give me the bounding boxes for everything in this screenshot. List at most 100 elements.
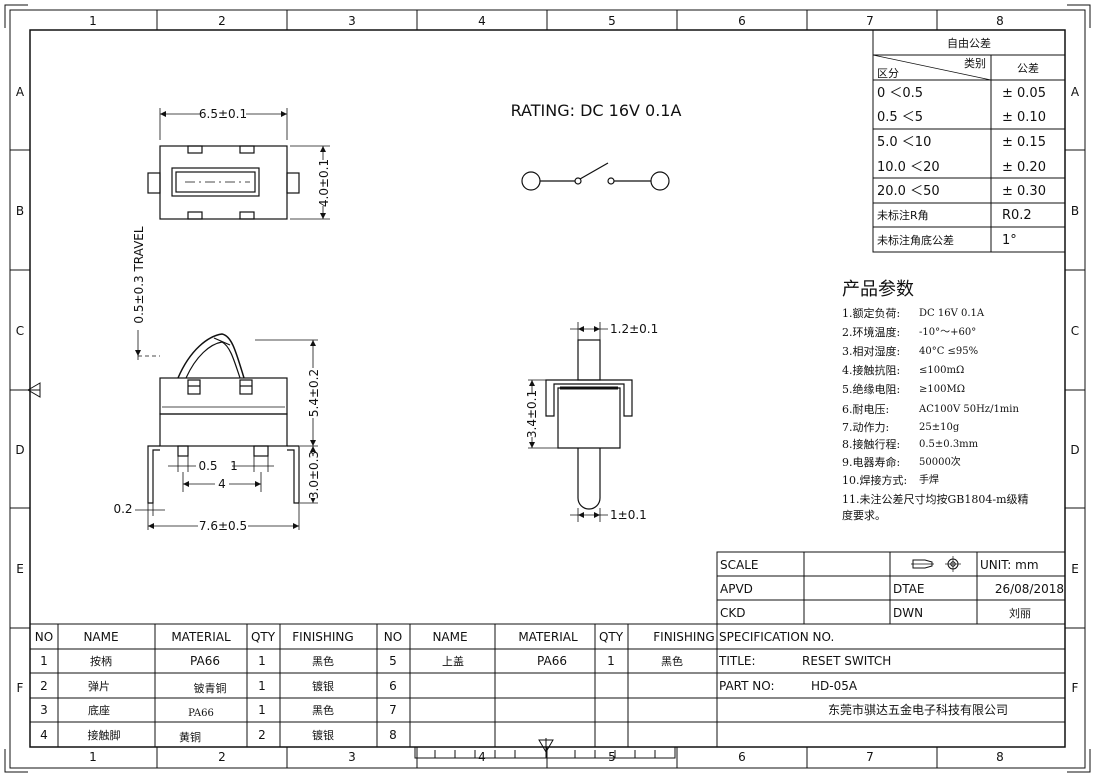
bom-cell: 7 xyxy=(389,703,397,717)
param-label: 6.耐电压: xyxy=(842,403,889,416)
bom-cell: 2 xyxy=(258,728,266,742)
param-label: 8.接触行程: xyxy=(842,437,900,451)
tolerance-value: ± 0.20 xyxy=(1002,160,1046,175)
drawer-name: 刘丽 xyxy=(1009,607,1031,620)
bom-col-finishing: FINISHING xyxy=(653,630,714,644)
pin-pitch-dim: 4 xyxy=(218,477,226,491)
apvd-label: APVD xyxy=(720,582,753,596)
side-view xyxy=(135,330,318,530)
param-label: 1.额定负荷: xyxy=(842,306,900,320)
rating-label: RATING: DC 16V 0.1A xyxy=(511,101,682,120)
pin-gap-dim: 0.5 xyxy=(198,459,217,473)
param-note: 度要求。 xyxy=(842,508,886,522)
tolerance-range: 0 ＜0.5 xyxy=(877,86,923,101)
bom-cell: 按柄 xyxy=(90,654,112,668)
param-label: 3.相对湿度: xyxy=(842,344,900,358)
zone-col: 5 xyxy=(608,750,616,764)
zone-col: 2 xyxy=(218,750,226,764)
zone-col: 3 xyxy=(348,14,356,28)
bom-header: NO NAME MATERIAL QTY FINISHING NO NAME M… xyxy=(35,630,715,644)
zone-col: 6 xyxy=(738,14,746,28)
param-value: 25±10g xyxy=(919,422,960,433)
tolerance-col-section: 区分 xyxy=(877,67,899,80)
zone-col: 8 xyxy=(996,750,1004,764)
bom-cell: 黑色 xyxy=(661,654,683,668)
title-value: RESET SWITCH xyxy=(802,654,891,668)
zone-row: B xyxy=(16,204,24,218)
param-label: 7.动作力: xyxy=(842,421,889,434)
zone-labels-right: A B C D E F xyxy=(1070,85,1080,695)
tolerance-range: 20.0 ＜50 xyxy=(877,184,940,199)
param-note: 11.未注公差尺寸均按GB1804-m级精 xyxy=(842,492,1029,506)
tolerance-range: 未标注角底公差 xyxy=(877,233,954,247)
zone-row: D xyxy=(1070,443,1079,457)
zone-row: B xyxy=(1071,204,1079,218)
zone-col: 1 xyxy=(89,750,97,764)
label-bg xyxy=(200,106,246,120)
bom-cell: 镀银 xyxy=(312,679,334,693)
label-bg xyxy=(316,160,330,206)
tolerance-range: 5.0 ＜10 xyxy=(877,135,931,150)
bom-rows: 1 按柄 PA66 1 黑色 5 上盖 PA66 1 黑色 2 弹片 铍青铜 1… xyxy=(40,654,683,744)
dimension-arrows xyxy=(529,326,600,518)
tolerance-rows: 0 ＜0.5 ± 0.05 0.5 ＜5 ± 0.10 5.0 ＜10 ± 0.… xyxy=(877,86,1046,248)
zone-col: 8 xyxy=(996,14,1004,28)
zone-col: 1 xyxy=(89,14,97,28)
zone-row: E xyxy=(16,562,24,576)
switch-symbol xyxy=(521,162,670,191)
top-height-dim: 4.0±0.1 xyxy=(317,159,331,207)
travel-dim: 0.5±0.3 TRAVEL xyxy=(132,226,146,323)
label-bg xyxy=(306,368,320,418)
dtae-label: DTAE xyxy=(893,582,924,596)
tolerance-value: ± 0.05 xyxy=(1002,86,1046,101)
pin-width-dim: 1 xyxy=(230,459,238,473)
bom-col-name: NAME xyxy=(432,630,467,644)
tolerance-value: ± 0.10 xyxy=(1002,110,1046,125)
bom-cell: PA66 xyxy=(537,654,567,668)
bom-col-qty: QTY xyxy=(599,630,624,644)
bom-cell: 2 xyxy=(40,679,48,693)
end-bottom-dim: 1±0.1 xyxy=(610,508,647,522)
end-height-dim: 3.4±0.1 xyxy=(525,390,539,438)
bom-cell: 1 xyxy=(607,654,615,668)
bom-cell: 1 xyxy=(258,654,266,668)
param-label: 4.接触抗阻: xyxy=(842,363,900,377)
param-value: ≥100MΩ xyxy=(919,384,965,395)
zone-ticks xyxy=(10,10,1085,768)
label-bg xyxy=(215,477,229,491)
bom-cell: 黄铜 xyxy=(179,730,201,744)
tolerance-value: 1° xyxy=(1002,233,1017,248)
tolerance-range: 10.0 ＜20 xyxy=(877,160,940,175)
tolerance-col-tolerance: 公差 xyxy=(1017,61,1039,75)
part-value: HD-05A xyxy=(811,679,858,693)
bom-cell: PA66 xyxy=(188,708,214,719)
top-view xyxy=(147,108,330,220)
bom-col-material: MATERIAL xyxy=(171,630,231,644)
top-width-dim: 6.5±0.1 xyxy=(199,107,247,121)
bom-cell: 镀银 xyxy=(312,728,334,742)
zone-row: F xyxy=(1072,681,1079,695)
part-label: PART NO: xyxy=(719,679,775,693)
spec-label: SPECIFICATION NO. xyxy=(719,630,834,644)
param-label: 10.焊接方式: xyxy=(842,473,907,487)
param-value: 手焊 xyxy=(919,473,939,486)
zone-col: 4 xyxy=(478,750,486,764)
bom-cell: 5 xyxy=(389,654,397,668)
tolerance-table xyxy=(872,29,1066,253)
param-value: 0.5±0.3mm xyxy=(919,439,979,450)
company-name: 东莞市骐达五金电子科技有限公司 xyxy=(828,702,1008,717)
param-value: -10°～+60° xyxy=(919,327,976,338)
zone-col: 5 xyxy=(608,14,616,28)
bom-cell: 接触脚 xyxy=(88,728,121,742)
bom-col-no: NO xyxy=(35,630,53,644)
bom-cell: 铍青铜 xyxy=(194,681,227,695)
param-value: 50000次 xyxy=(919,455,961,468)
end-top-dim: 1.2±0.1 xyxy=(610,322,658,336)
side-width-dim: 7.6±0.5 xyxy=(199,519,247,533)
bom-col-qty: QTY xyxy=(251,630,276,644)
projection-symbol-icon xyxy=(911,556,961,572)
zone-row: C xyxy=(16,324,24,338)
zone-row: C xyxy=(1071,324,1079,338)
zone-row: F xyxy=(17,681,24,695)
